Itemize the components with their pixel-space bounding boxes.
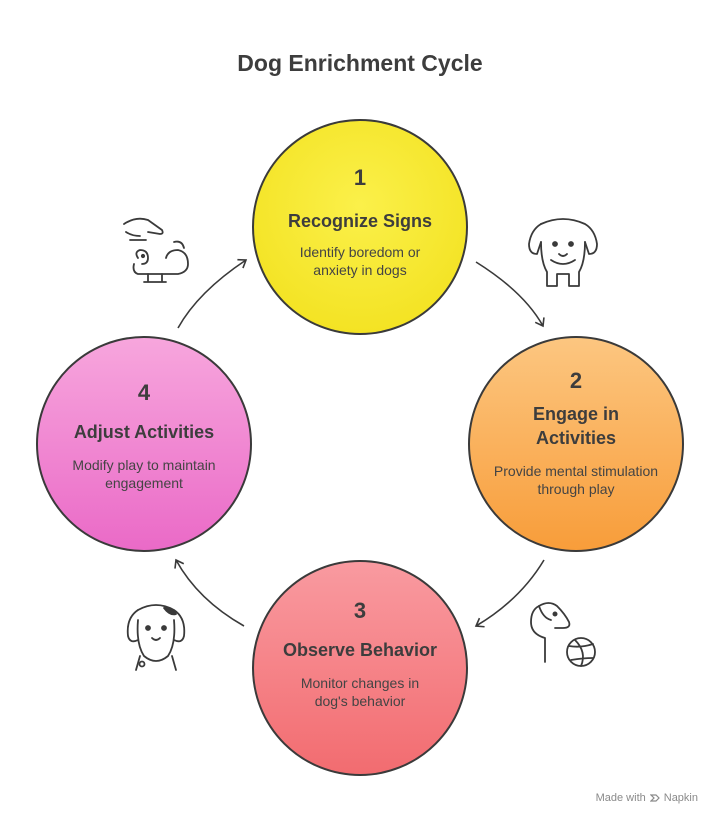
- step-number: 4: [137, 380, 151, 405]
- arrow-3-to-4: [174, 558, 245, 627]
- step-number: 1: [353, 165, 367, 190]
- step-name: Recognize Signs: [287, 211, 433, 231]
- step-description: Modify play to maintain engagement: [72, 457, 216, 491]
- arrow-4-to-1: [177, 258, 248, 329]
- step-description: Identify boredom or anxiety in dogs: [299, 244, 421, 278]
- napkin-logo-icon: [649, 794, 660, 802]
- step-name: Adjust Activities: [73, 422, 215, 442]
- step-description: Provide mental stimulation through play: [493, 463, 659, 497]
- made-with-label: Made with: [595, 792, 646, 804]
- arrow-2-to-3: [474, 559, 545, 628]
- step-number: 3: [353, 598, 367, 623]
- step-4-adjust-activities: 4 Adjust Activities Modify play to maint…: [36, 336, 252, 552]
- step-1-recognize-signs: 1 Recognize Signs Identify boredom or an…: [252, 119, 468, 335]
- step-2-engage-in-activities: 2 Engage in Activities Provide mental st…: [468, 336, 684, 552]
- hand-petting-dog-icon: [123, 217, 189, 283]
- step-number: 2: [569, 368, 583, 393]
- napkin-brand[interactable]: Napkin: [663, 792, 698, 804]
- step-description: Monitor changes in dog's behavior: [300, 675, 420, 709]
- napkin-footer: Made with Napkin: [596, 792, 698, 804]
- diagram-title: Dog Enrichment Cycle: [237, 50, 483, 76]
- step-name: Observe Behavior: [282, 640, 438, 660]
- arrow-1-to-2: [475, 261, 545, 328]
- dog-with-ball-icon: [530, 602, 596, 667]
- dog-face-icon: [528, 218, 598, 287]
- dog-head-icon: [126, 604, 186, 671]
- step-name: Engage in Activities: [532, 404, 619, 448]
- step-3-observe-behavior: 3 Observe Behavior Monitor changes in do…: [252, 560, 468, 776]
